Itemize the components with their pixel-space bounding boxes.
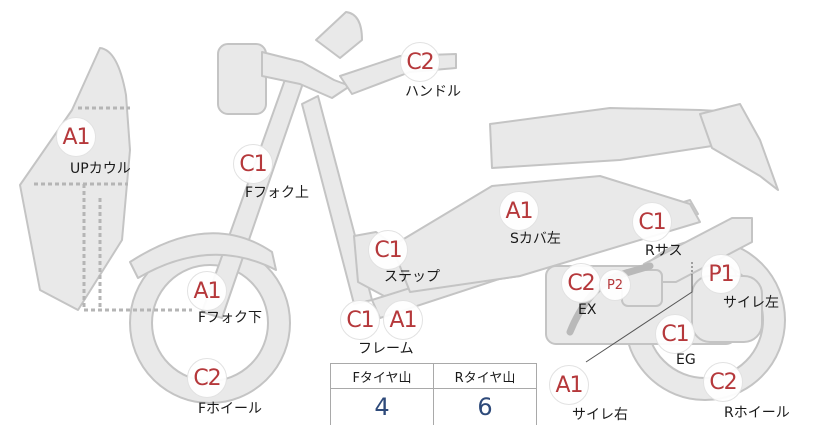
grade-badge-frame-1[interactable]: C1 (340, 300, 380, 340)
grade-badge-silencer-right[interactable]: A1 (549, 365, 589, 405)
grade-badge-s-cover-left[interactable]: A1 (499, 191, 539, 231)
headlight (217, 43, 267, 115)
part-label-handle: ハンドル (405, 84, 461, 100)
grade-badge-handle[interactable]: C2 (400, 42, 440, 82)
tire-value-rear: 6 (433, 388, 537, 425)
grade-badge-engine[interactable]: C1 (655, 314, 695, 354)
part-label-f-fork-lower: Fフォク下 (198, 310, 263, 326)
grade-badge-r-wheel[interactable]: C2 (703, 362, 743, 402)
front-cowl (19, 47, 131, 311)
part-label-r-wheel: Rホイール (724, 405, 790, 421)
part-label-silencer-right: サイレ右 (572, 407, 628, 423)
grade-badge-exhaust[interactable]: C2 (561, 263, 601, 303)
tire-tread-table: Fタイヤ山 Rタイヤ山 4 6 (330, 363, 537, 425)
part-label-f-fork-upper: Fフォク上 (245, 185, 310, 201)
part-label-engine: EG (676, 352, 696, 368)
tire-value-front: 4 (330, 388, 434, 425)
part-label-silencer-left: サイレ左 (723, 295, 779, 311)
leader-line (585, 276, 693, 363)
handle-stem (261, 51, 351, 99)
grade-badge-r-suspension[interactable]: C1 (632, 202, 672, 242)
mirror (315, 11, 363, 59)
part-label-exhaust: EX (578, 302, 597, 318)
part-label-up-cowl: UPカウル (70, 161, 131, 177)
grade-badge-silencer-left[interactable]: P1 (701, 254, 741, 294)
front-fender (129, 232, 277, 279)
grade-badge-frame-2[interactable]: A1 (383, 300, 423, 340)
grade-badge-step[interactable]: C1 (368, 230, 408, 270)
tire-header-front: Fタイヤ山 (330, 363, 434, 389)
grade-badge-exhaust-sub[interactable]: P2 (599, 269, 631, 301)
tire-header-rear: Rタイヤ山 (433, 363, 537, 389)
grade-badge-up-cowl[interactable]: A1 (56, 117, 96, 157)
grade-badge-f-fork-upper[interactable]: C1 (233, 144, 273, 184)
part-label-frame: フレーム (358, 341, 414, 357)
part-label-f-wheel: Fホイール (198, 401, 263, 417)
grade-badge-f-fork-lower[interactable]: A1 (187, 271, 227, 311)
part-label-step: ステップ (384, 269, 440, 285)
part-label-s-cover-left: Sカバ左 (510, 231, 561, 247)
rear-cowl (699, 103, 779, 191)
side-cover (391, 175, 701, 293)
grade-badge-f-wheel[interactable]: C2 (187, 358, 227, 398)
part-label-r-suspension: Rサス (645, 243, 683, 259)
